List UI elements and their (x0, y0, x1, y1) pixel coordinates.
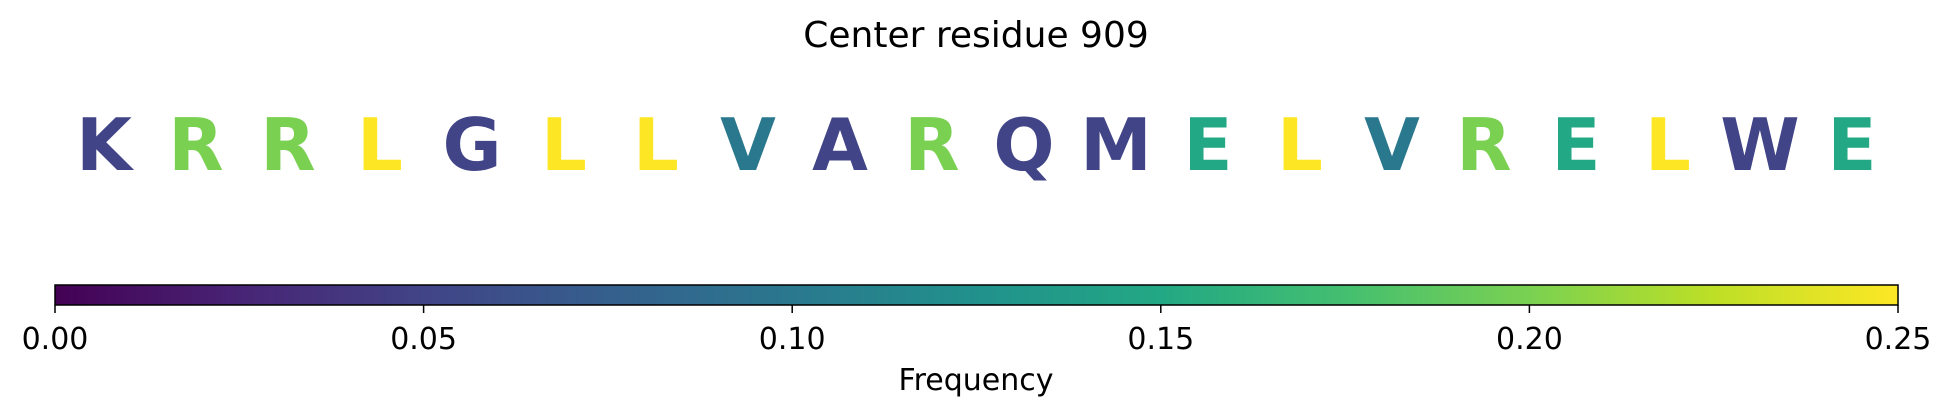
residue-letter: E (1183, 103, 1232, 187)
colorbar-tick-label: 0.20 (1496, 322, 1563, 357)
residue-letter: L (633, 103, 679, 187)
residue-letter: K (76, 103, 134, 187)
residue-letter: V (1364, 103, 1420, 187)
colorbar-tick-label: 0.25 (1865, 322, 1932, 357)
residue-letter: E (1551, 103, 1600, 187)
residue-letter: R (904, 103, 959, 187)
colorbar-ticks: 0.00 0.05 0.10 0.15 0.20 0.25 (22, 305, 1932, 357)
colorbar-tick-label: 0.05 (390, 322, 457, 357)
residue-letter: R (260, 103, 315, 187)
residue-letter: L (1277, 103, 1323, 187)
colorbar-tick-label: 0.00 (22, 322, 89, 357)
residue-letter: M (1080, 103, 1152, 187)
colorbar-label: Frequency (899, 363, 1054, 398)
residue-letter: R (168, 103, 223, 187)
residue-letter: G (442, 103, 501, 187)
colorbar-tick-label: 0.15 (1127, 322, 1194, 357)
chart-title: Center residue 909 (803, 15, 1149, 56)
residue-letter: Q (993, 103, 1054, 187)
colorbar-tick-label: 0.10 (759, 322, 826, 357)
residue-letter: L (1645, 103, 1691, 187)
residue-letter: E (1827, 103, 1876, 187)
residue-letter: W (1720, 103, 1799, 187)
colorbar (54, 284, 1899, 306)
residue-letter: A (812, 103, 868, 187)
residue-letter: L (357, 103, 403, 187)
residue-letter: V (720, 103, 776, 187)
residue-letter: L (541, 103, 587, 187)
residue-letter: R (1456, 103, 1511, 187)
